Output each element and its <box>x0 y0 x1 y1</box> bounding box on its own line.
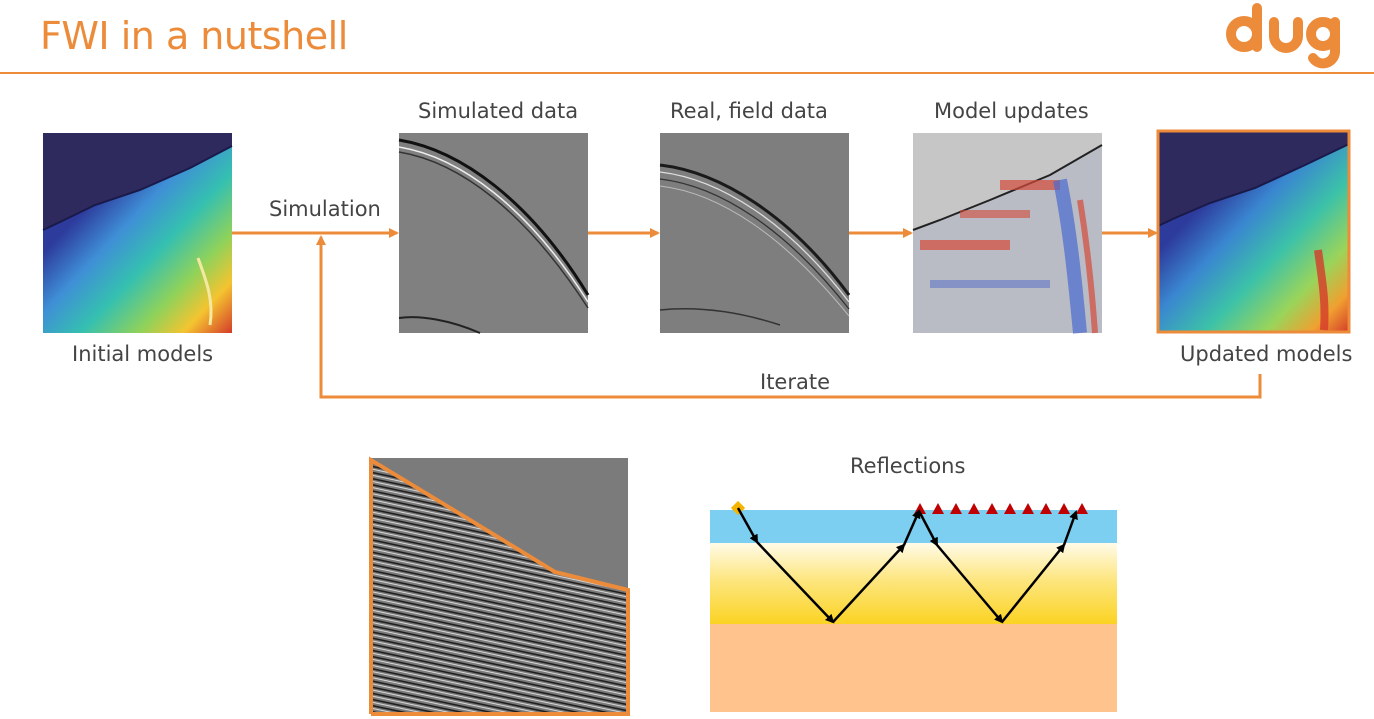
iterate-label: Iterate <box>760 370 830 394</box>
model-updates-label: Model updates <box>934 99 1089 123</box>
simulated-data-label: Simulated data <box>418 99 578 123</box>
seismic-image <box>371 458 628 714</box>
reflections-diagram <box>710 501 1117 712</box>
reflections-label: Reflections <box>850 454 965 478</box>
simulation-label: Simulation <box>269 197 381 221</box>
initial-model-image <box>43 133 232 333</box>
field-data-image <box>660 133 849 333</box>
basement-layer <box>710 624 1117 712</box>
simulated-data-image <box>399 133 588 333</box>
initial-models-label: Initial models <box>72 342 213 366</box>
field-data-label: Real, field data <box>670 99 828 123</box>
updated-model-image <box>1158 131 1349 332</box>
updated-models-label: Updated models <box>1180 342 1352 366</box>
model-updates-image <box>913 133 1102 333</box>
